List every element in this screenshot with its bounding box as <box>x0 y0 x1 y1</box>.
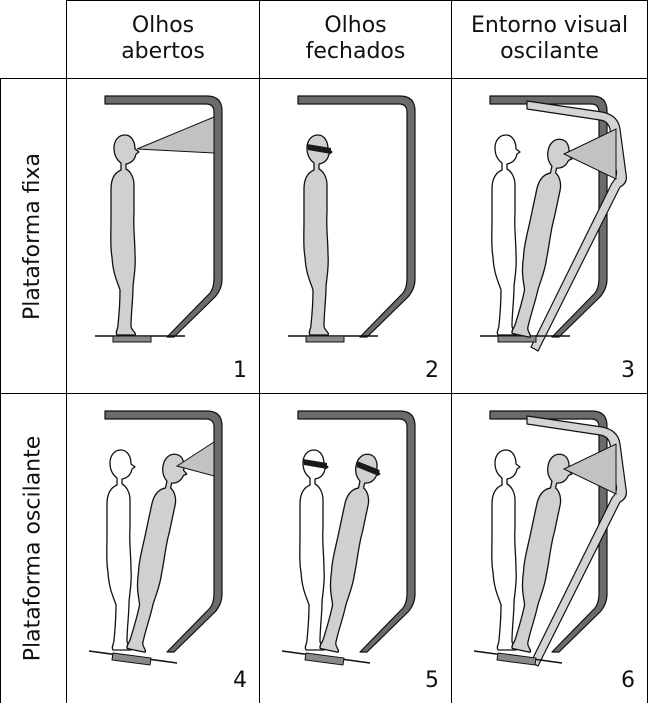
panel-2: 2 <box>260 79 451 393</box>
column-header-eyes-closed: Olhos fechados <box>260 0 451 78</box>
panel-4: 4 <box>67 394 259 703</box>
vision-cone <box>564 444 616 494</box>
illustration-group <box>282 411 415 665</box>
figure-body <box>300 450 328 650</box>
leaning-figure <box>506 452 575 654</box>
panel-1: 1 <box>67 79 259 393</box>
figure-body <box>107 450 135 650</box>
column-header-line: Olhos <box>132 13 194 39</box>
force-platform <box>112 653 151 665</box>
standing-figure <box>304 135 332 335</box>
standing-figure <box>111 135 139 335</box>
upright-figure-outline <box>300 450 328 650</box>
panel-number: 3 <box>621 358 635 383</box>
panel-6: 6 <box>452 394 647 703</box>
figure-body <box>492 135 520 335</box>
illustration-group <box>95 96 222 342</box>
illustration-group <box>480 96 626 351</box>
panel-2-illustration <box>260 79 451 393</box>
column-header-line: oscilante <box>500 39 599 65</box>
panel-number: 1 <box>233 358 247 383</box>
figure-body <box>121 452 190 654</box>
column-header-line: fechados <box>306 39 406 65</box>
upright-figure-outline <box>107 450 135 650</box>
illustration-group <box>288 96 415 342</box>
illustration-group <box>89 411 222 665</box>
column-header-oscillating-surround: Entorno visual oscilante <box>452 0 647 78</box>
panel-number: 2 <box>425 358 439 383</box>
figure-body <box>492 450 520 650</box>
panel-number: 5 <box>425 668 439 693</box>
row-header-fixed-platform: Plataforma fixa <box>0 79 66 393</box>
column-header-eyes-open: Olhos abertos <box>67 0 259 78</box>
panel-5: 5 <box>260 394 451 703</box>
upright-figure-outline <box>492 135 520 335</box>
panel-number: 4 <box>233 668 247 693</box>
column-header-line: Olhos <box>324 13 386 39</box>
row-header-label: Plataforma fixa <box>21 152 46 319</box>
illustration-group <box>474 411 626 666</box>
column-header-line: Entorno visual <box>471 13 628 39</box>
figure-body <box>506 452 575 654</box>
panel-4-illustration <box>67 394 259 703</box>
leaning-figure <box>314 452 383 654</box>
panel-number: 6 <box>621 668 635 693</box>
panel-3: 3 <box>452 79 647 393</box>
grid-line <box>647 0 648 703</box>
row-header-label: Plataforma oscilante <box>21 436 46 662</box>
force-platform <box>305 653 344 665</box>
column-header-line: abertos <box>121 39 205 65</box>
force-platform <box>497 653 536 665</box>
figure-body <box>506 137 575 339</box>
panel-1-illustration <box>67 79 259 393</box>
leaning-figure <box>121 452 190 654</box>
panel-3-illustration <box>452 79 647 393</box>
upright-figure-outline <box>492 450 520 650</box>
force-platform <box>306 336 344 342</box>
figure-body <box>314 452 383 654</box>
figure-body <box>304 135 332 335</box>
vision-cone <box>564 129 616 179</box>
leaning-figure <box>506 137 575 339</box>
figure-body <box>111 135 139 335</box>
panel-5-illustration <box>260 394 451 703</box>
panel-6-illustration <box>452 394 647 703</box>
row-header-oscillating-platform: Plataforma oscilante <box>0 394 66 703</box>
vision-cone <box>137 117 214 153</box>
force-platform <box>113 336 151 342</box>
